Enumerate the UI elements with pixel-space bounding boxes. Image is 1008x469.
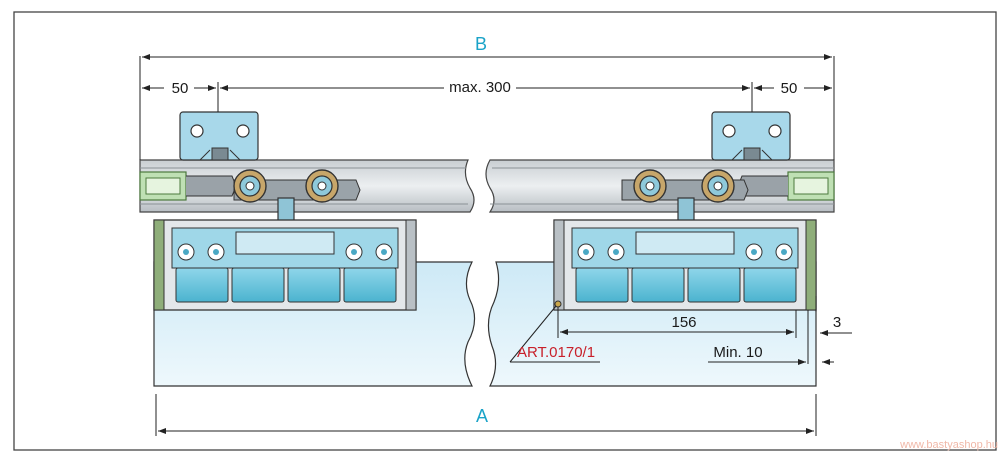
dimension-bracket-spacing [142,82,832,112]
drawing-frame [13,11,997,451]
dimension-b [139,54,835,160]
watermark: www.bastyashop.hu [899,439,998,451]
dimension-right-offset-label: 50 [781,80,798,97]
dimension-a-label: A [476,406,488,426]
glass-clamp-left [153,219,417,311]
end-stop-right [737,171,835,201]
dimension-b-label: B [475,34,487,54]
dimension-left-offset-label: 50 [172,80,189,97]
part-number-callout [509,300,600,363]
wall-bracket-right [711,111,791,161]
dimension-clamp-length-label: 156 [671,314,696,331]
dimension-glass-gap [815,296,852,336]
wall-bracket-left [179,111,259,161]
dimension-min-gap-label: Min. 10 [713,344,762,361]
dimension-min-gap [708,310,834,365]
glass-clamp-right [553,219,817,311]
part-number-label: ART.0170/1 [517,344,595,361]
roller-carriage-left [233,169,361,239]
end-stop-left [139,171,237,201]
dimension-clamp-length [557,306,797,338]
dimension-a [155,394,817,436]
dimension-glass-gap-label: 3 [833,314,841,331]
dimension-max-spacing-label: max. 300 [449,79,511,96]
